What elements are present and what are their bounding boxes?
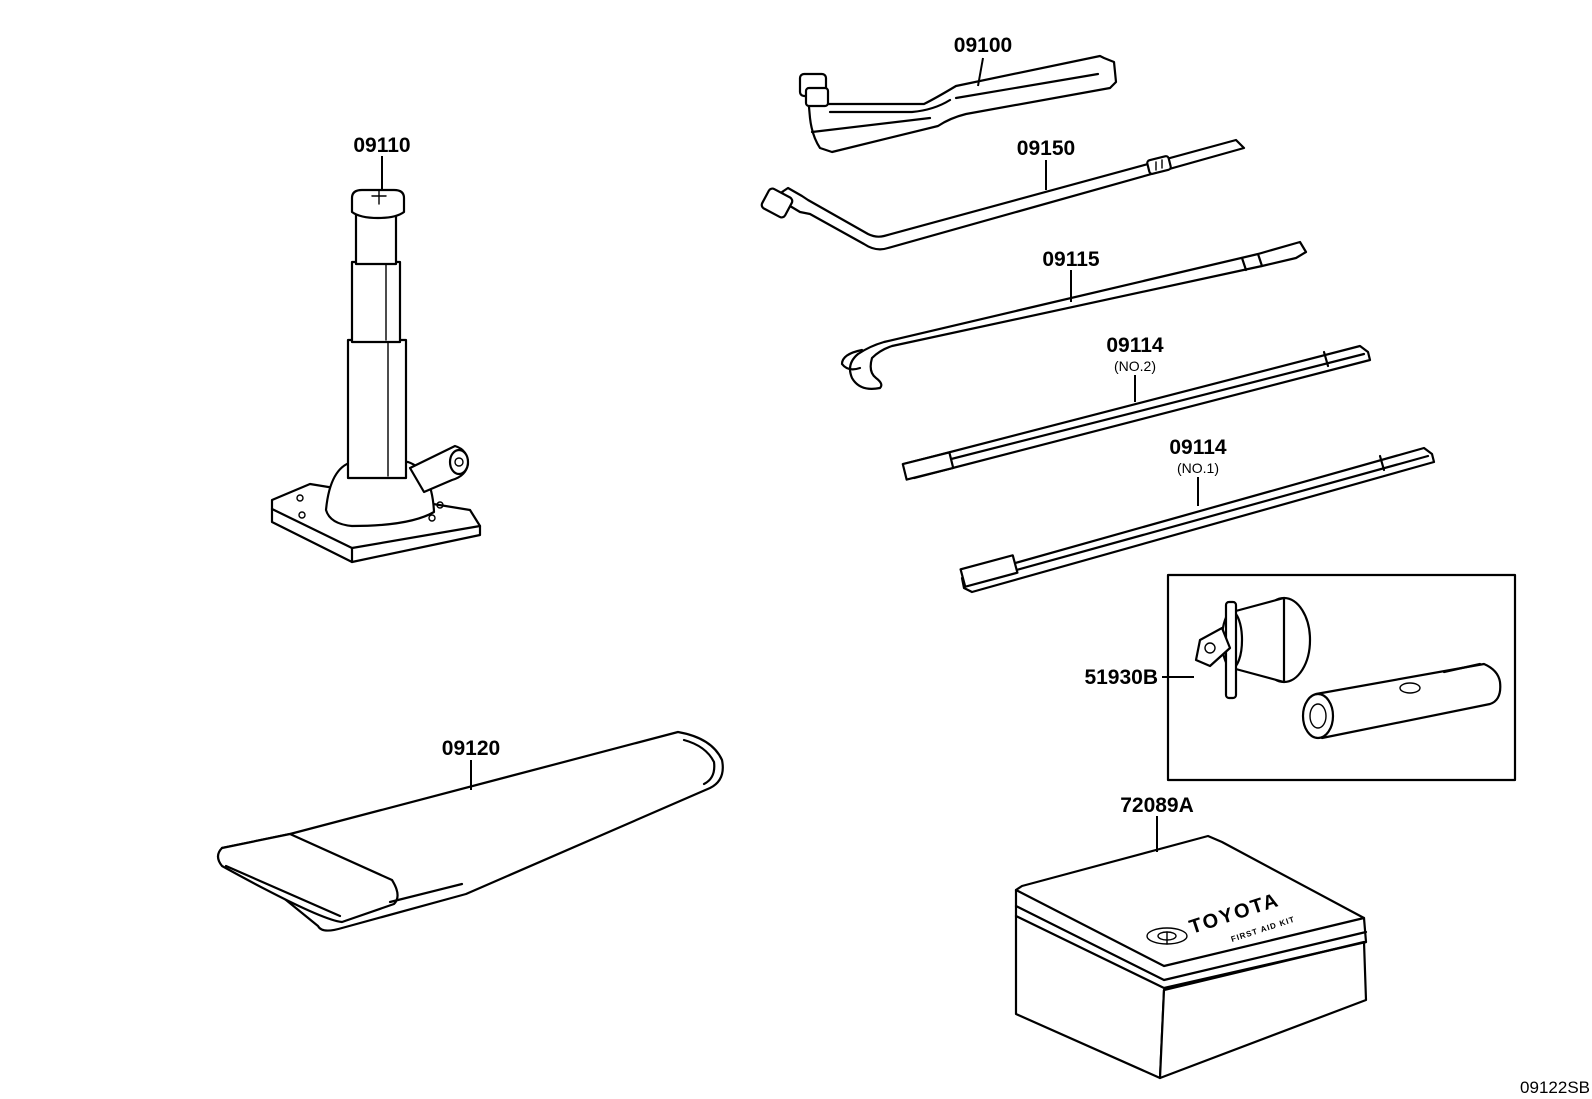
tool-bag-drawing[interactable] (216, 730, 724, 932)
label-09114-no2-sub: (NO.2) (1114, 358, 1156, 374)
label-51930B: 51930B (1084, 666, 1158, 689)
extension-bar-no2-drawing[interactable] (901, 344, 1372, 481)
hook-rod-drawing[interactable] (840, 240, 1308, 390)
jack-drawing[interactable] (270, 188, 482, 564)
label-09114-no1-sub: (NO.1) (1177, 460, 1219, 476)
label-72089A: 72089A (1120, 794, 1194, 817)
label-09115: 09115 (1042, 248, 1100, 271)
wheel-lock-drawing[interactable] (1194, 596, 1502, 740)
label-09114-no1: 09114 (1169, 436, 1227, 459)
label-09120: 09120 (442, 737, 500, 760)
first-aid-kit-drawing[interactable]: TOYOTA FIRST AID KIT (1014, 834, 1368, 1080)
extension-bar-no1-drawing[interactable] (959, 446, 1436, 594)
jack-handle-drawing[interactable] (760, 138, 1246, 251)
label-09110: 09110 (353, 134, 410, 157)
figure-reference: 09122SB (1520, 1078, 1590, 1097)
label-09100: 09100 (954, 34, 1012, 57)
label-09150: 09150 (1017, 137, 1075, 160)
wrench-drawing[interactable] (798, 54, 1118, 154)
label-09114-no2: 09114 (1106, 334, 1164, 357)
